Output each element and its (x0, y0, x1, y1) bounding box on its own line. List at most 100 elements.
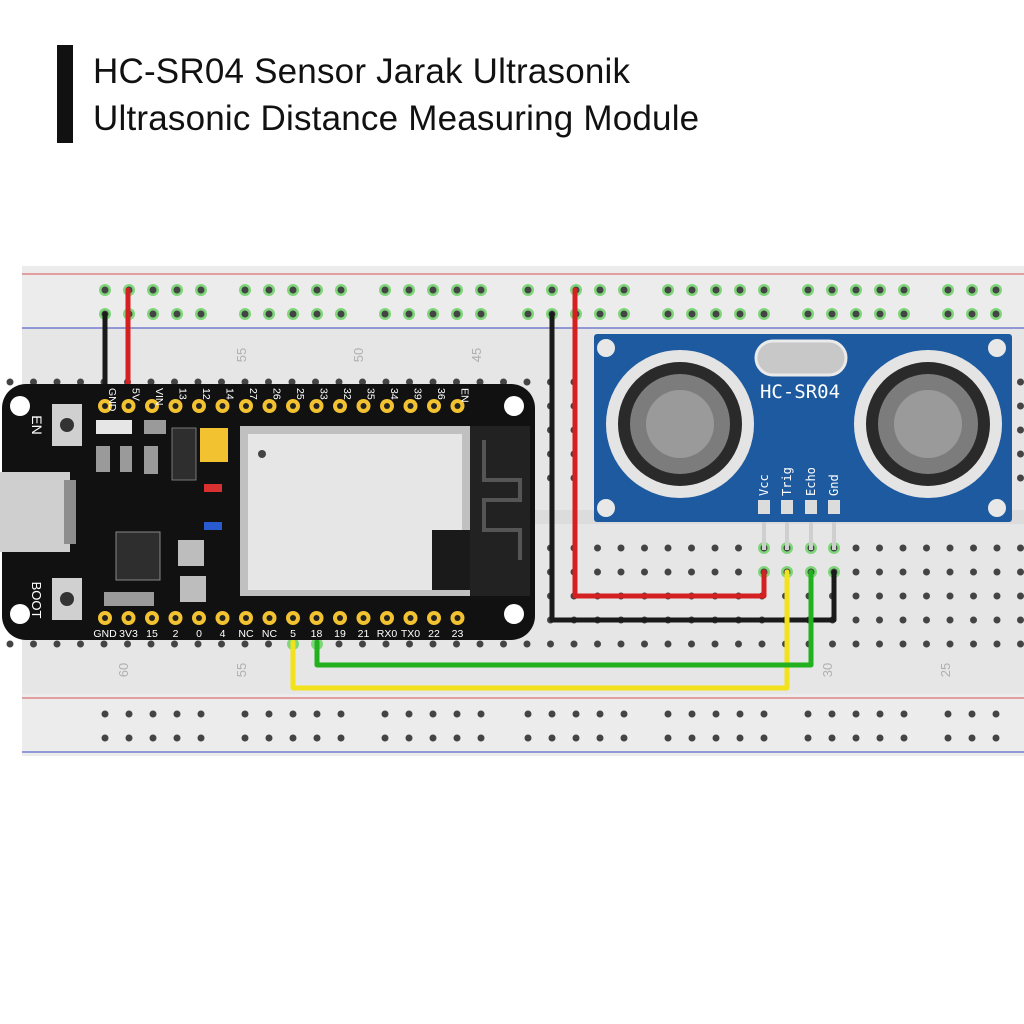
rail-hole (736, 710, 744, 718)
rail-hole (429, 734, 437, 742)
terminal-hole (970, 592, 977, 600)
terminal-hole (77, 378, 84, 386)
terminal-hole (359, 378, 366, 386)
rail-hole (900, 734, 908, 742)
terminal-hole (594, 544, 601, 552)
boot-button-label: BOOT (29, 582, 44, 619)
rail-hole (992, 734, 1000, 742)
terminal-hole (993, 544, 1001, 552)
rail-hole (289, 710, 297, 718)
rail-hole (572, 734, 580, 742)
rail-hole (992, 710, 1000, 718)
terminal-hole (758, 640, 766, 648)
terminal-hole (1017, 426, 1024, 434)
terminal-hole (688, 640, 695, 648)
rail-hole (664, 734, 672, 742)
terminal-hole (312, 378, 319, 386)
bottom-pin-label: RX0 (377, 628, 398, 640)
bottom-pin-label: GND (93, 628, 117, 640)
terminal-hole (617, 640, 625, 648)
breadboard-column-number: 55 (234, 663, 249, 677)
terminal-hole (711, 544, 719, 552)
sensor-label: HC-SR04 (760, 381, 840, 403)
rail-hole (381, 286, 389, 294)
terminal-hole (946, 544, 954, 552)
bottom-pin-label: 0 (196, 628, 202, 640)
sensor-pin-pad (805, 500, 817, 514)
terminal-hole (265, 640, 272, 648)
terminal-hole (429, 640, 437, 648)
terminal-hole (876, 592, 883, 600)
rail-hole (944, 286, 952, 294)
top-pin-label: 36 (435, 388, 447, 400)
title-accent-bar (57, 45, 73, 143)
terminal-hole (30, 640, 37, 648)
terminal-hole (453, 378, 460, 386)
rail-hole (197, 734, 205, 742)
terminal-hole (100, 640, 108, 648)
rail-hole (712, 310, 720, 318)
terminal-hole (852, 592, 860, 600)
terminal-hole (899, 568, 907, 576)
boot-button[interactable] (52, 578, 82, 620)
terminal-hole (6, 640, 14, 648)
rail-hole (337, 310, 345, 318)
breadboard-column-number: 60 (116, 663, 131, 677)
terminal-hole (876, 544, 883, 552)
terminal-hole (241, 640, 249, 648)
top-pin-label: VIN (153, 388, 165, 406)
terminal-hole (876, 568, 883, 576)
terminal-hole (970, 544, 977, 552)
rail-hole (596, 286, 604, 294)
rail-hole (596, 710, 604, 718)
rail-hole (313, 734, 321, 742)
top-pin-label: 35 (365, 388, 377, 400)
top-pin-label: 39 (412, 388, 424, 400)
top-pin-label: 26 (271, 388, 283, 400)
terminal-hole (218, 378, 225, 386)
rail-hole (828, 710, 836, 718)
terminal-hole (946, 640, 954, 648)
rail-hole (429, 710, 437, 718)
terminal-hole (735, 568, 742, 576)
top-pin-label: 27 (247, 388, 259, 400)
rail-hole (313, 710, 321, 718)
terminal-hole (406, 378, 413, 386)
rail-hole (313, 310, 321, 318)
rail-hole (524, 710, 532, 718)
terminal-hole (946, 568, 954, 576)
terminal-hole (500, 378, 507, 386)
terminal-hole (6, 378, 14, 386)
terminal-hole (993, 592, 1001, 600)
top-pin-label: 25 (294, 388, 306, 400)
terminal-hole (876, 640, 883, 648)
rail-hole (664, 710, 672, 718)
rail-hole (688, 310, 696, 318)
rail-hole (712, 734, 720, 742)
rail-hole (453, 734, 461, 742)
rail-hole (688, 710, 696, 718)
terminal-hole (993, 616, 1001, 624)
rail-hole (197, 310, 205, 318)
en-button[interactable] (52, 404, 82, 446)
wire-yellow-trig (290, 569, 790, 691)
rail-hole (453, 710, 461, 718)
terminal-hole (829, 640, 836, 648)
rail-hole (688, 286, 696, 294)
terminal-hole (923, 544, 930, 552)
rail-hole (620, 734, 628, 742)
terminal-hole (241, 378, 249, 386)
rail-hole (265, 310, 273, 318)
rail-hole (736, 734, 744, 742)
top-pin-label: 32 (341, 388, 353, 400)
terminal-hole (382, 640, 390, 648)
rail-hole (453, 310, 461, 318)
sensor-pin-leg (832, 522, 836, 550)
breadboard-column-number: 45 (469, 348, 484, 362)
rail-hole (664, 286, 672, 294)
rail-hole (736, 286, 744, 294)
bottom-pin-label: 18 (311, 628, 323, 640)
rail-hole (241, 310, 249, 318)
rail-hole (620, 310, 628, 318)
rail-hole (477, 286, 485, 294)
